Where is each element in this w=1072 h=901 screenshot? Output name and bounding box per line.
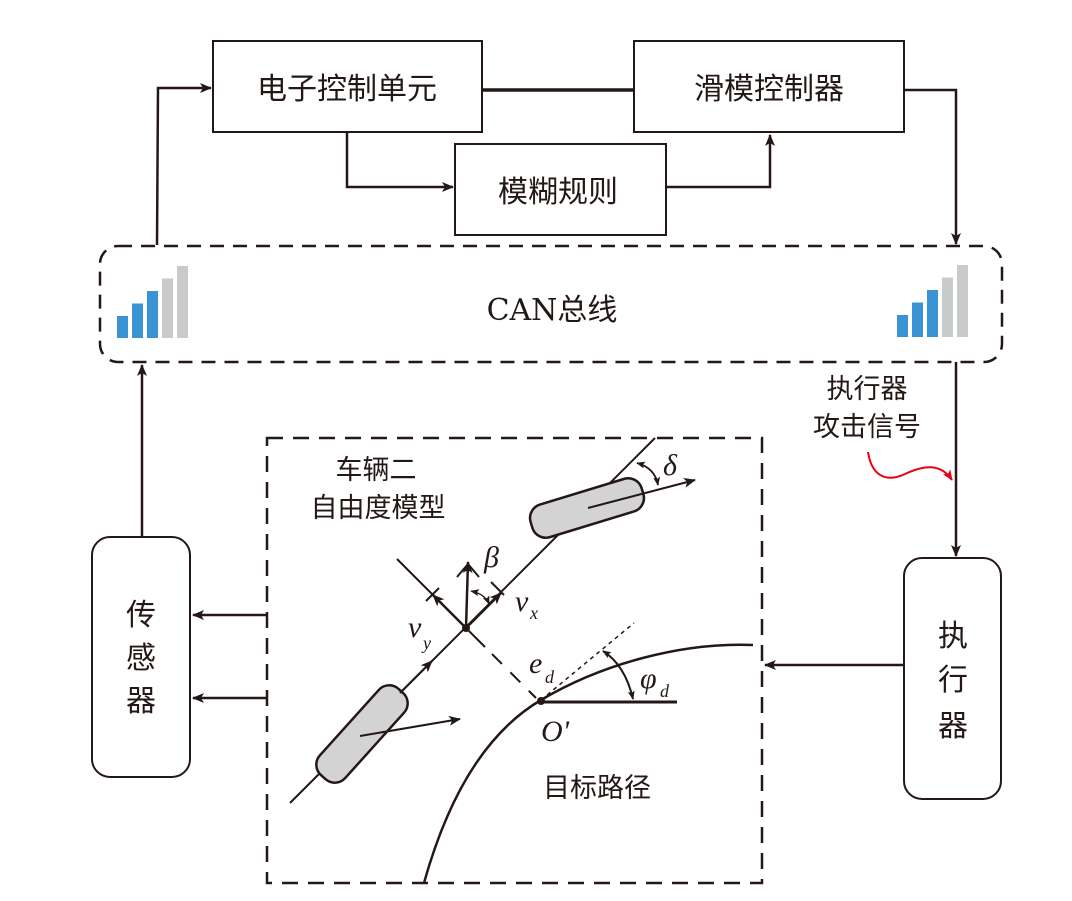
beta-symbol: β [483,541,499,574]
can-to-ecu-arrow [155,83,212,246]
vy-symbol: v [408,611,422,644]
vy-arrow [432,594,467,629]
signal-bar-1 [117,316,128,338]
sensor-block: 传 感 器 [91,536,191,778]
phid-label: φ d [640,662,670,701]
rear-axis-arrow [399,660,433,694]
attack-signal-arrow [867,451,953,481]
smc-block: 滑模控制器 [633,40,905,133]
signal-bar-1 [897,315,908,337]
target-path-label: 目标路径 [543,773,651,804]
phid-subscript: d [660,681,670,701]
signal-bar-5 [957,265,968,337]
vx-symbol: v [515,585,529,618]
velocity-arrow [462,561,473,629]
fuzzy-rules-label: 模糊规则 [498,175,618,210]
actuator-block: 执 行 器 [903,557,1002,800]
signal-bar-3 [927,290,938,337]
can-bus-block: CAN总线 [98,244,1004,364]
vx-label: v x [515,585,538,623]
delta-symbol: δ [663,449,678,482]
front-wheel-heading-arrow [587,477,696,509]
vehicle-model-region [265,436,764,885]
actuator-label-char-2: 行 [938,663,968,698]
sideslip-angle-arc [470,589,490,605]
signal-bar-2 [132,303,143,338]
vx-arrow [465,592,502,629]
steering-angle-arc [636,461,661,486]
front-wheel [528,477,646,539]
sensor-label-char-1: 传 [126,598,156,633]
heading-error-arc [602,650,635,700]
vy-label: v y [408,611,431,653]
fuzzy-to-smc-arrow [666,134,775,189]
vehicle-model-title-line2: 自由度模型 [311,493,446,524]
phid-symbol: φ [640,662,657,695]
path-tangent [540,622,635,701]
attack-label-line2: 攻击信号 [813,412,921,443]
smc-to-can-arrow [904,88,961,245]
target-path-curve [422,643,754,884]
ecu-to-fuzzy-arrow [345,132,454,192]
vx-tick [490,581,505,596]
signal-strength-icon-left [117,266,188,338]
origin-symbol: O' [541,715,570,748]
rear-wheel [315,684,409,784]
actuator-label-char-3: 器 [938,709,968,744]
lateral-error-line [491,653,537,699]
center-of-mass [396,558,505,648]
signal-bar-5 [177,266,188,338]
sensor-label-char-2: 感 [126,641,156,676]
smc-label: 滑模控制器 [694,72,844,107]
signal-bar-3 [147,291,158,338]
signal-strength-icon-right [897,265,968,337]
signal-bar-4 [942,277,953,337]
ed-subscript: d [545,667,555,687]
actuator-label-char-1: 执 [938,619,968,654]
rear-wheel-velocity-arrow [359,715,461,737]
vy-subscript: y [421,633,431,653]
vehicle-model-title-line1: 车辆二 [336,455,417,486]
vx-subscript: x [529,603,538,623]
velocity-chevron [456,562,480,578]
can-bus-label: CAN总线 [487,293,618,328]
sensor-label-char-3: 器 [126,684,156,719]
actuator-attack-signal: 执行器 攻击信号 [813,374,953,481]
signal-bar-4 [162,278,173,338]
ed-label: e d [529,647,555,687]
ecu-block: 电子控制单元 [212,40,483,133]
signal-bar-2 [912,302,923,337]
vy-tick [425,587,440,602]
attack-label-line1: 执行器 [827,374,908,405]
ecu-label: 电子控制单元 [257,72,437,107]
fuzzy-rules-block: 模糊规则 [454,143,667,236]
ed-symbol: e [529,647,542,680]
